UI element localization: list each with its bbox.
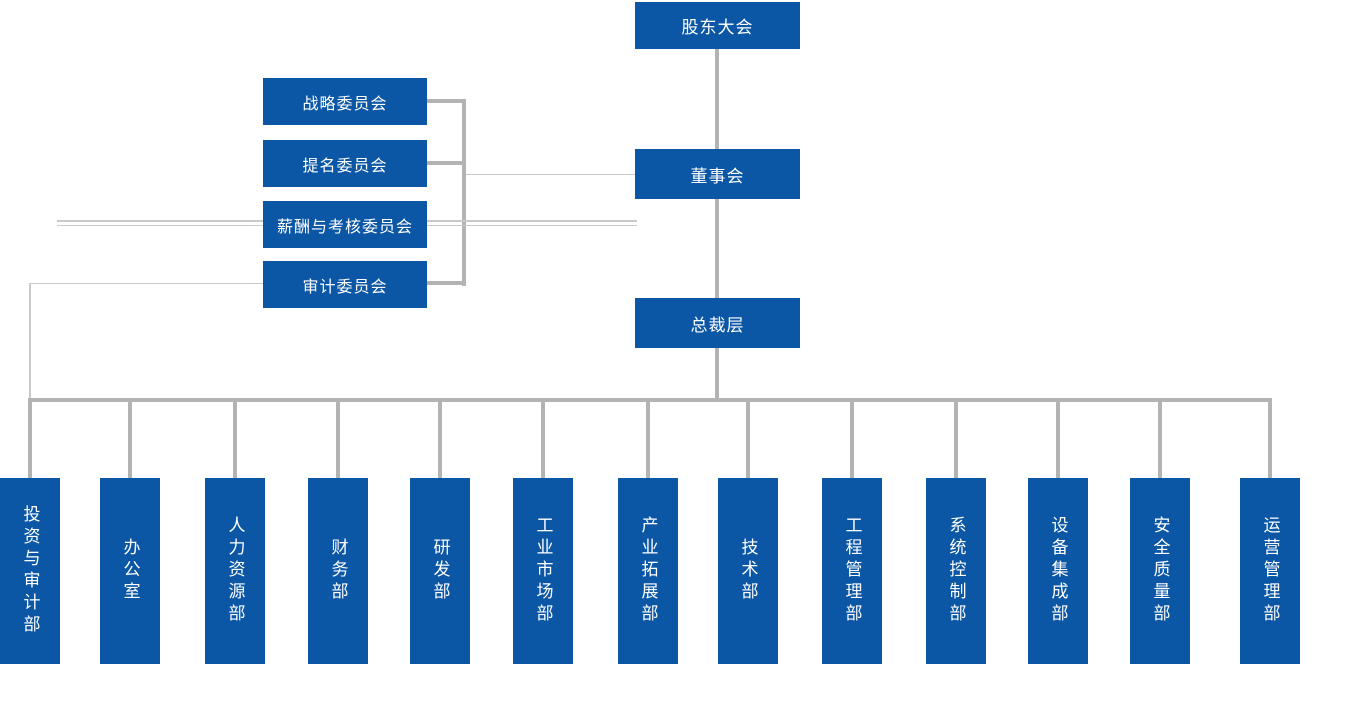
connector-line — [1158, 402, 1162, 478]
connector-line — [28, 402, 32, 478]
connector-line — [336, 402, 340, 478]
node-label: 产业拓展部 — [638, 516, 658, 626]
connector-line — [427, 225, 637, 226]
connector-line — [1056, 402, 1060, 478]
connector-line — [438, 402, 442, 478]
node-label: 薪酬与考核委员会 — [276, 218, 413, 236]
connector-line — [427, 99, 466, 103]
node-board-of-directors: 董事会 — [635, 149, 800, 199]
node-label: 运营管理部 — [1260, 516, 1280, 626]
department-box: 设备集成部 — [1028, 478, 1088, 664]
department-box: 研发部 — [410, 478, 470, 664]
connector-line — [850, 402, 854, 478]
connector-line — [29, 283, 263, 284]
node-label: 安全质量部 — [1150, 516, 1170, 626]
node-label: 技术部 — [738, 538, 758, 604]
node-president-level: 总裁层 — [635, 298, 800, 348]
node-label: 研发部 — [430, 538, 450, 604]
node-label: 董事会 — [690, 166, 745, 186]
node-label: 办公室 — [120, 538, 140, 604]
committee-box: 审计委员会 — [263, 261, 427, 308]
department-box: 工业市场部 — [513, 478, 573, 664]
connector-line — [954, 402, 958, 478]
node-label: 工程管理部 — [842, 516, 862, 626]
connector-line — [233, 402, 237, 478]
node-label: 设备集成部 — [1048, 516, 1068, 626]
committee-box: 薪酬与考核委员会 — [263, 201, 427, 248]
node-label: 财务部 — [328, 538, 348, 604]
department-box: 系统控制部 — [926, 478, 986, 664]
department-box: 安全质量部 — [1130, 478, 1190, 664]
connector-line — [57, 220, 263, 222]
committee-box: 提名委员会 — [263, 140, 427, 187]
connector-line — [715, 199, 719, 298]
node-label: 系统控制部 — [946, 516, 966, 626]
connector-line — [1268, 402, 1272, 478]
node-label: 工业市场部 — [533, 516, 553, 626]
department-box: 财务部 — [308, 478, 368, 664]
node-label: 审计委员会 — [302, 278, 388, 296]
committee-box: 战略委员会 — [263, 78, 427, 125]
connector-line — [427, 281, 466, 285]
connector-line — [427, 161, 466, 165]
node-label: 总裁层 — [690, 315, 745, 335]
node-label: 战略委员会 — [302, 95, 388, 113]
connector-line — [28, 398, 1272, 402]
department-box: 产业拓展部 — [618, 478, 678, 664]
department-box: 办公室 — [100, 478, 160, 664]
department-box: 人力资源部 — [205, 478, 265, 664]
connector-line — [715, 49, 719, 149]
connector-line — [427, 220, 637, 222]
connector-line — [746, 402, 750, 478]
connector-line — [715, 348, 719, 400]
node-label: 投资与审计部 — [20, 505, 40, 637]
connector-line — [541, 402, 545, 478]
node-label: 人力资源部 — [225, 516, 245, 626]
node-label: 股东大会 — [681, 18, 754, 37]
connector-line — [29, 283, 31, 400]
connector-line — [646, 402, 650, 478]
connector-line — [57, 225, 263, 226]
node-label: 提名委员会 — [302, 157, 388, 175]
node-shareholders-meeting: 股东大会 — [635, 2, 800, 49]
connector-line — [466, 174, 635, 175]
department-box: 投资与审计部 — [0, 478, 60, 664]
department-box: 技术部 — [718, 478, 778, 664]
connector-line — [128, 402, 132, 478]
department-box: 运营管理部 — [1240, 478, 1300, 664]
connector-line — [462, 99, 466, 286]
department-box: 工程管理部 — [822, 478, 882, 664]
